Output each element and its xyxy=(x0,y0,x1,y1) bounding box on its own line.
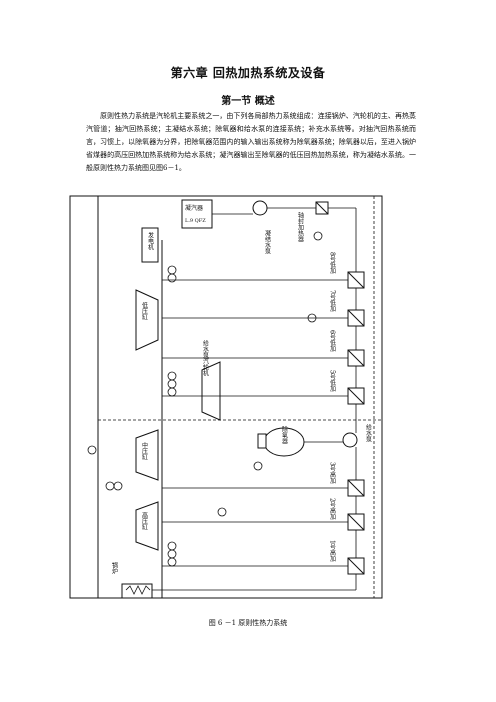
lp-cylinder-label: 低压缸 xyxy=(141,301,148,320)
lp7-label: 7号低加 xyxy=(329,290,336,313)
ip-cylinder-label: 中压缸 xyxy=(141,441,148,460)
lp8-label: 8号低加 xyxy=(329,252,336,275)
hp3-label: 3号高加 xyxy=(329,462,336,485)
hp1-label: 1号高加 xyxy=(329,540,336,563)
lp5-label: 5号低加 xyxy=(329,370,336,393)
boiler-box xyxy=(121,583,153,599)
thermal-system-diagram: 凝汽器 L.9 QFZ 凝结水泵 轴封加热器 发电机 低压缸 给水泵汽轮机 中压… xyxy=(62,190,402,620)
diagram-frame xyxy=(69,195,383,599)
condensate-pump-icon xyxy=(252,200,268,216)
condenser-box xyxy=(181,199,213,229)
feed-pump-label: 给水泵 xyxy=(365,423,372,442)
body-paragraph: 原则性热力系统是汽轮机主要系统之一，由下列各局部热力系统组成：连接锅炉、汽轮机的… xyxy=(86,110,416,175)
lp6-label: 6号低加 xyxy=(329,330,336,353)
hp2-label: 2号高加 xyxy=(329,498,336,521)
figure-caption: 图 6 －1 原则性热力系统 xyxy=(208,619,288,627)
condenser-label: 凝汽器 xyxy=(185,204,203,212)
boiler-label: 锅炉 xyxy=(111,561,118,575)
ip-cylinder-shape xyxy=(135,429,159,481)
deaerator-label: 除氧器 xyxy=(281,425,288,445)
valve-markers xyxy=(87,231,323,567)
condenser-code: L.9 QFZ xyxy=(185,218,206,224)
hp-cylinder-shape xyxy=(135,501,159,551)
condensate-pump-label: 凝结水泵 xyxy=(264,229,271,254)
extraction-piping xyxy=(98,196,382,598)
chapter-title: 第六章 回热加热系统及设备 xyxy=(170,66,326,80)
gland-heater-label: 轴封加热器 xyxy=(297,211,304,243)
lp-cylinder-shape xyxy=(135,289,159,351)
generator-box xyxy=(141,227,159,263)
feed-pump-icon xyxy=(342,432,358,448)
generator-label: 发电机 xyxy=(147,231,154,251)
paragraph-text: 原则性热力系统是汽轮机主要系统之一，由下列各局部热力系统组成：连接锅炉、汽轮机的… xyxy=(86,112,416,172)
section-title: 第一节 概述 xyxy=(221,96,275,107)
hp-cylinder-label: 高压缸 xyxy=(141,511,148,530)
